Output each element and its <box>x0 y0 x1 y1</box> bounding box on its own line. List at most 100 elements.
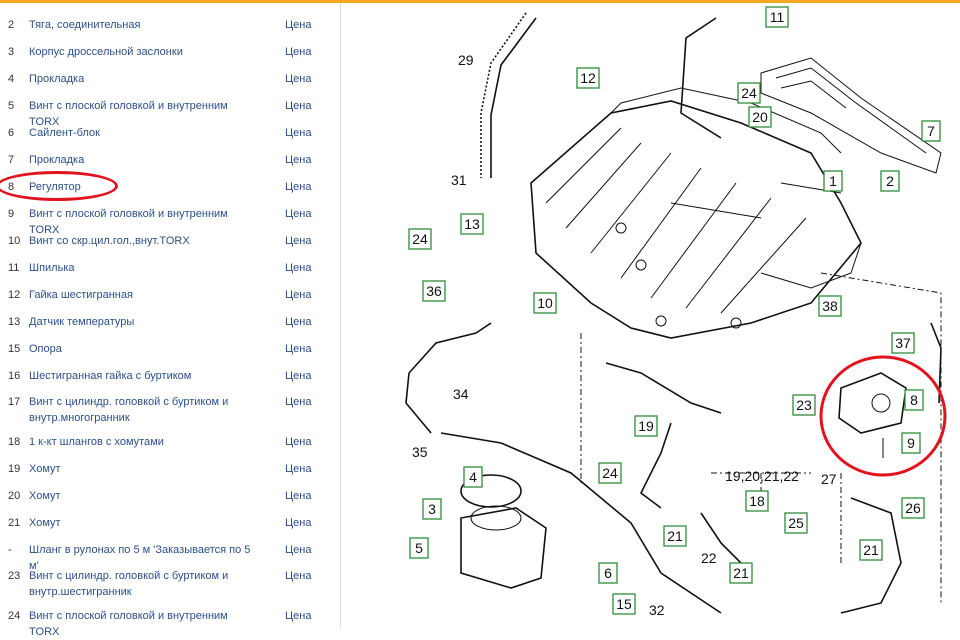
svg-text:15: 15 <box>616 596 632 612</box>
part-callout-5: 5 <box>409 537 429 559</box>
part-callout-27: 27 <box>821 471 837 487</box>
part-callout-4: 4 <box>463 466 483 488</box>
part-number: 2 <box>8 19 15 31</box>
svg-text:24: 24 <box>412 231 428 247</box>
part-name-link[interactable]: Опора <box>29 343 62 355</box>
part-number: 6 <box>8 127 15 139</box>
part-name-link[interactable]: Винт с плоской головкой и внутренним TOR… <box>29 610 228 638</box>
price-link[interactable]: Цена <box>285 19 312 31</box>
price-link[interactable]: Цена <box>285 73 312 85</box>
price-link[interactable]: Цена <box>285 436 312 448</box>
part-number: 12 <box>8 289 21 301</box>
part-name-link[interactable]: Винт с плоской головкой и внутренним TOR… <box>29 208 228 236</box>
price-link[interactable]: Цена <box>285 100 312 112</box>
price-link[interactable]: Цена <box>285 289 312 301</box>
part-name-link[interactable]: Корпус дроссельной заслонки <box>29 46 183 58</box>
part-name-link[interactable]: Винт с цилиндр. головкой с буртиком и вн… <box>29 396 229 424</box>
part-callout-24: 24 <box>408 228 432 250</box>
price-link[interactable]: Цена <box>285 517 312 529</box>
part-callout-6: 6 <box>598 562 618 584</box>
part-name-link[interactable]: Шпилька <box>29 262 75 274</box>
part-callout-9: 9 <box>901 432 921 454</box>
price-link[interactable]: Цена <box>285 181 312 193</box>
part-callout-29: 29 <box>458 52 474 68</box>
part-number: - <box>8 544 12 556</box>
price-link[interactable]: Цена <box>285 396 312 408</box>
part-callout-10: 10 <box>533 292 557 314</box>
price-link[interactable]: Цена <box>285 570 312 582</box>
part-number: 11 <box>8 262 20 274</box>
price-link[interactable]: Цена <box>285 46 312 58</box>
part-number: 5 <box>8 100 15 112</box>
part-callout-21: 21 <box>859 539 883 561</box>
part-callout-12: 12 <box>576 67 600 89</box>
throttle-body-drawing <box>460 507 547 589</box>
svg-text:24: 24 <box>602 465 618 481</box>
svg-text:36: 36 <box>426 283 442 299</box>
price-link[interactable]: Цена <box>285 610 312 622</box>
part-callout-34: 34 <box>453 386 469 402</box>
price-link[interactable]: Цена <box>285 490 312 502</box>
part-number: 23 <box>8 570 21 582</box>
svg-text:23: 23 <box>796 397 812 413</box>
part-name-link[interactable]: Прокладка <box>29 154 85 166</box>
part-callout-25: 25 <box>784 512 808 534</box>
part-callout-18: 18 <box>745 490 769 512</box>
part-name-link[interactable]: Шланг в рулонах по 5 м 'Заказывается по … <box>29 544 251 572</box>
part-name-link[interactable]: Хомут <box>29 463 61 475</box>
part-callout-19,20,21,22: 19,20,21,22 <box>725 468 799 484</box>
svg-text:12: 12 <box>580 70 596 86</box>
part-callout-38: 38 <box>818 295 842 317</box>
svg-text:4: 4 <box>469 469 477 485</box>
price-link[interactable]: Цена <box>285 544 312 556</box>
part-number: 19 <box>8 463 21 475</box>
part-number: 16 <box>8 370 21 382</box>
svg-text:21: 21 <box>863 542 879 558</box>
part-number: 9 <box>8 208 15 220</box>
price-link[interactable]: Цена <box>285 154 312 166</box>
svg-text:21: 21 <box>667 528 683 544</box>
svg-text:11: 11 <box>770 9 785 25</box>
part-name-link[interactable]: Винт с цилиндр. головкой с буртиком и вн… <box>29 570 229 598</box>
part-callout-32: 32 <box>649 602 665 618</box>
part-name-link[interactable]: Хомут <box>29 517 61 529</box>
price-link[interactable]: Цена <box>285 235 312 247</box>
hoses-drawing <box>405 12 942 614</box>
part-number: 10 <box>8 235 21 247</box>
part-name-link[interactable]: Винт со скр.цил.гол.,внут.TORX <box>29 235 190 247</box>
price-link[interactable]: Цена <box>285 343 312 355</box>
part-name-link[interactable]: Шестигранная гайка с буртиком <box>29 370 192 382</box>
part-number: 13 <box>8 316 21 328</box>
price-link[interactable]: Цена <box>285 370 312 382</box>
gasket-drawing <box>760 57 942 174</box>
part-callout-3: 3 <box>422 498 442 520</box>
svg-text:20: 20 <box>752 109 768 125</box>
part-number: 15 <box>8 343 21 355</box>
part-name-link[interactable]: Сайлент-блок <box>29 127 100 139</box>
part-number: 7 <box>8 154 15 166</box>
part-name-link[interactable]: Хомут <box>29 490 61 502</box>
price-link[interactable]: Цена <box>285 127 312 139</box>
highlight-circle-regulator <box>0 171 118 201</box>
highlight-circle-diagram <box>819 355 947 477</box>
part-name-link[interactable]: Прокладка <box>29 73 85 85</box>
part-callout-35: 35 <box>412 444 428 460</box>
price-link[interactable]: Цена <box>285 463 312 475</box>
part-name-link[interactable]: Тяга, соединительная <box>29 19 141 31</box>
part-name-link[interactable]: Датчик температуры <box>29 316 135 328</box>
part-number: 24 <box>8 610 21 622</box>
part-callout-36: 36 <box>422 280 446 302</box>
part-name-link[interactable]: 1 к-кт шлангов с хомутами <box>29 436 164 448</box>
part-callout-8: 8 <box>904 389 924 411</box>
svg-text:2: 2 <box>886 173 894 189</box>
price-link[interactable]: Цена <box>285 208 312 220</box>
part-callout-24: 24 <box>737 82 761 104</box>
price-link[interactable]: Цена <box>285 262 312 274</box>
part-callout-20: 20 <box>748 106 772 128</box>
part-number: 3 <box>8 46 15 58</box>
price-link[interactable]: Цена <box>285 316 312 328</box>
part-name-link[interactable]: Винт с плоской головкой и внутренним TOR… <box>29 100 228 128</box>
part-name-link[interactable]: Гайка шестигранная <box>29 289 133 301</box>
